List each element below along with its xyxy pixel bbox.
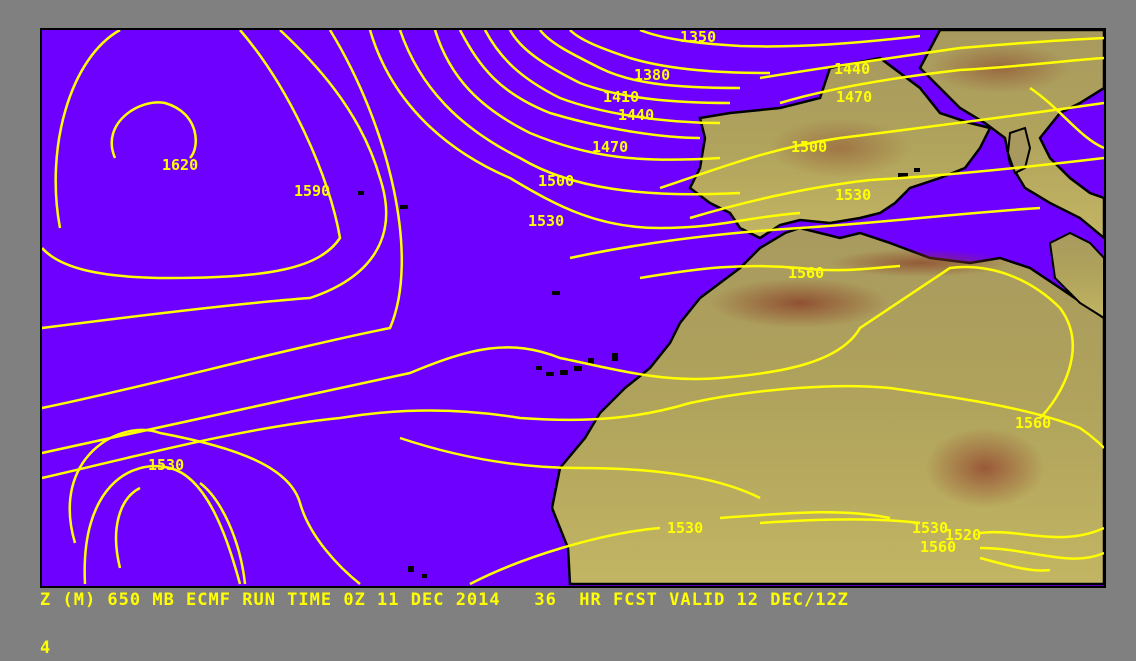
contour-label-1620: 1620 <box>162 156 198 174</box>
balearic-islands <box>898 168 920 177</box>
hoggar-relief <box>925 428 1045 508</box>
contour-label-1530-west: 1530 <box>148 456 184 474</box>
contour-label-1590: 1590 <box>294 182 330 200</box>
atlas-relief <box>710 278 890 328</box>
height-contour-map: 1620 1590 1530 1350 1380 1410 1440 1440 … <box>40 28 1106 588</box>
map-caption: Z (M) 650 MB ECMF RUN TIME 0Z 11 DEC 201… <box>40 590 849 610</box>
cape-verde-islands <box>408 566 427 578</box>
tell-relief <box>830 249 1010 277</box>
contour-label-1440: 1440 <box>618 106 654 124</box>
canary-islands <box>536 353 618 376</box>
contour-label-1410: 1410 <box>603 88 639 106</box>
contour-label-1440-east: 1440 <box>834 60 870 78</box>
map-panel: 1620 1590 1530 1350 1380 1410 1440 1440 … <box>40 28 1106 588</box>
contour-label-1500: 1500 <box>538 172 574 190</box>
page-indicator: 4 <box>40 638 52 658</box>
madeira-islands <box>358 191 560 295</box>
contour-label-1530-southeast: 1530 <box>912 519 948 537</box>
contour-label-1530: 1530 <box>528 212 564 230</box>
contour-label-1470-east: 1470 <box>836 88 872 106</box>
contour-label-1470: 1470 <box>592 138 628 156</box>
contour-label-1560: 1560 <box>788 264 824 282</box>
map-border <box>40 28 1106 588</box>
contour-label-1520: 1520 <box>945 526 981 544</box>
contour-label-1530-south: 1530 <box>667 519 703 537</box>
contour-label-1500-east: 1500 <box>791 138 827 156</box>
contour-label-1560-east: 1560 <box>1015 414 1051 432</box>
contour-label-1380: 1380 <box>634 66 670 84</box>
contours <box>41 28 1105 586</box>
contour-label-1530-east: 1530 <box>835 186 871 204</box>
contour-label-1350: 1350 <box>680 28 716 46</box>
contour-label-1560-southeast: 1560 <box>920 538 956 556</box>
